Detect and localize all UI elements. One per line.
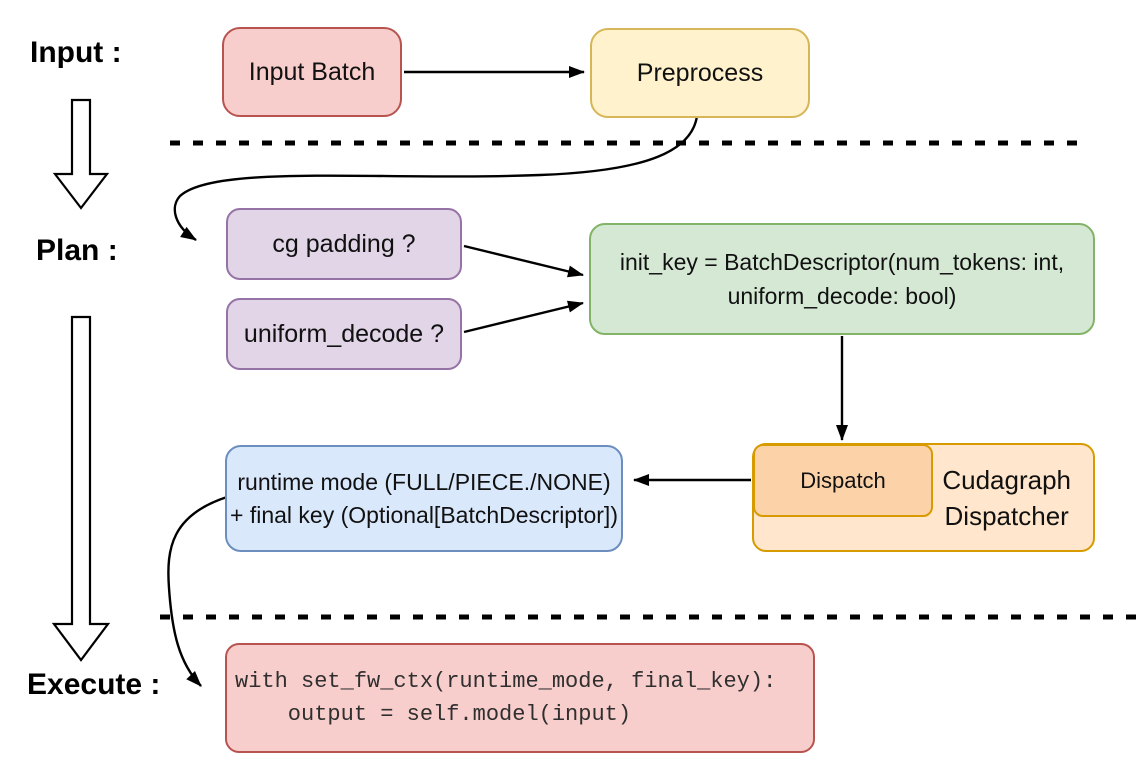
stage-label-input: Input :	[30, 36, 122, 69]
node-runtime-mode-line2: + final key (Optional[BatchDescriptor])	[230, 501, 618, 528]
node-init-key: init_key = BatchDescriptor(num_tokens: i…	[589, 223, 1095, 335]
edge-runtimemode-executecode	[167, 495, 228, 687]
node-dispatch: Dispatch	[753, 444, 933, 517]
node-preprocess: Preprocess	[590, 28, 810, 118]
node-runtime-mode-line1: runtime mode (FULL/PIECE./NONE)	[237, 468, 611, 495]
node-runtime-mode: runtime mode (FULL/PIECE./NONE) + final …	[225, 445, 623, 552]
node-cg-padding: cg padding ?	[226, 208, 462, 280]
node-preprocess-label: Preprocess	[636, 58, 764, 87]
node-uniform-decode-label: uniform_decode ?	[243, 319, 445, 348]
node-input-batch: Input Batch	[222, 27, 402, 117]
execute-code-line1: with set_fw_ctx(runtime_mode, final_key)…	[235, 669, 777, 694]
stage-arrow-plan-to-execute	[51, 315, 111, 662]
node-init-key-line1: init_key = BatchDescriptor(num_tokens: i…	[619, 249, 1065, 275]
node-uniform-decode: uniform_decode ?	[226, 298, 462, 370]
stage-label-execute: Execute :	[27, 668, 161, 701]
node-dispatch-label: Dispatch	[800, 467, 886, 493]
node-init-key-line2: uniform_decode: bool)	[727, 283, 957, 309]
node-cudagraph-line1: Cudagraph	[942, 464, 1071, 495]
edge-cgpadding-initkey	[463, 244, 584, 278]
edge-preprocess-cgpadding	[173, 115, 699, 242]
stage-label-plan: Plan :	[36, 234, 118, 267]
node-execute-code: with set_fw_ctx(runtime_mode, final_key)…	[225, 643, 815, 753]
stage-arrow-input-to-plan	[52, 98, 110, 210]
execute-code-line2: output = self.model(input)	[235, 702, 632, 727]
node-input-batch-label: Input Batch	[248, 57, 376, 86]
node-cg-padding-label: cg padding ?	[272, 229, 416, 258]
edge-uniformdecode-initkey	[463, 300, 584, 334]
node-cudagraph-line2: Dispatcher	[944, 500, 1069, 531]
node-cudagraph-dispatcher-text: Cudagraph Dispatcher	[942, 462, 1071, 534]
